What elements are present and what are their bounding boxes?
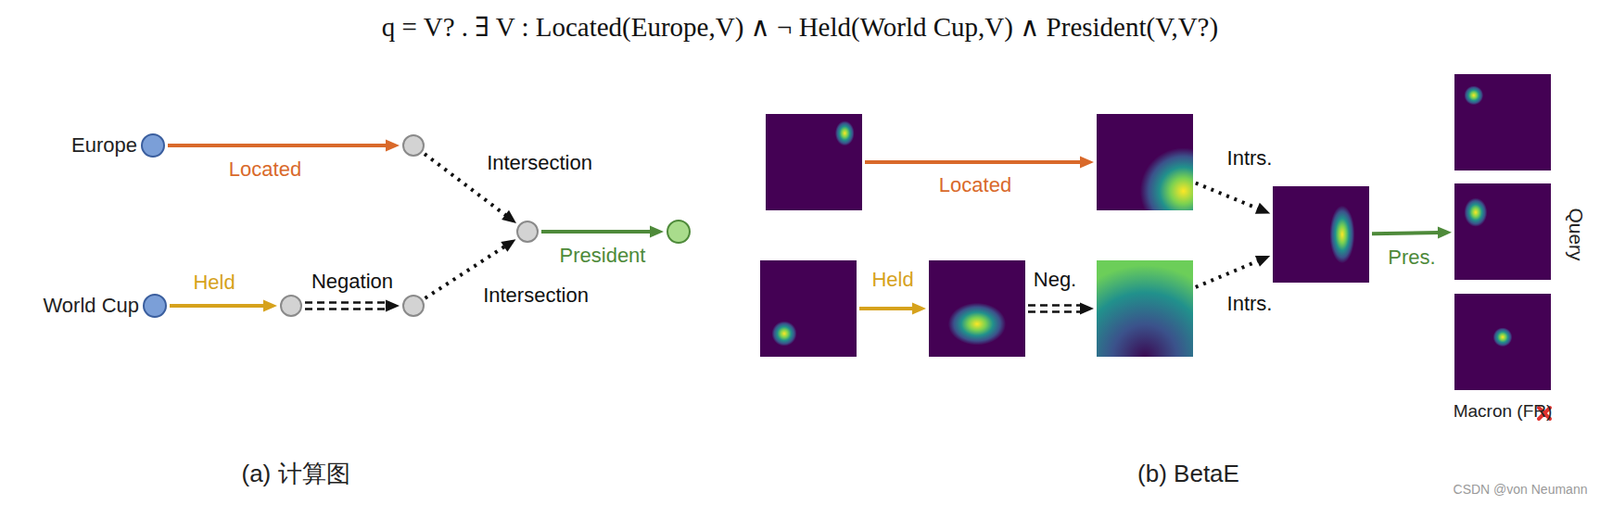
density-plot: [1454, 74, 1551, 171]
node-label: Macron (FR): [1453, 401, 1553, 422]
density-plot: [760, 260, 857, 357]
beta-heatmap: [760, 260, 857, 357]
beta-heatmap: [1272, 186, 1370, 283]
edge-arrow: [541, 226, 664, 239]
beta-heatmap: [1096, 114, 1194, 211]
edge-label: Held: [868, 267, 916, 292]
edge-arrow: [1371, 227, 1452, 240]
entity-anchor: World Cup: [142, 293, 167, 318]
density-plot: [765, 114, 863, 211]
intermediate-node: [279, 294, 303, 318]
edge-label: President: [557, 243, 649, 267]
node-label: Europe: [71, 133, 138, 158]
edge-label: Located: [226, 157, 305, 181]
edge-arrow: [1028, 303, 1094, 316]
density-plot: [1096, 114, 1194, 211]
edge-label: Held: [190, 270, 238, 294]
density-plot: [1272, 186, 1370, 283]
edge-arrow: [1195, 255, 1270, 288]
axis-label: Query: [1564, 204, 1588, 264]
edge-label: Pres.: [1384, 245, 1438, 269]
answer-node: [666, 219, 691, 244]
edge-arrow: [864, 156, 1094, 169]
density-plot: [1454, 183, 1551, 280]
beta-heatmap: [1096, 260, 1194, 357]
node-label: World Cup: [42, 293, 140, 318]
beta-heatmap: [765, 114, 863, 211]
subfigure-caption: (a) 计算图: [239, 460, 354, 489]
edge-label: Negation: [308, 269, 396, 293]
watermark: CSDN @von Neumann: [1450, 482, 1591, 497]
edge-arrow: [167, 139, 400, 153]
intermediate-node: [402, 134, 425, 157]
beta-heatmap: Macron (FR): [1454, 293, 1551, 391]
edge-arrow: [169, 300, 278, 313]
beta-heatmap: [1454, 183, 1551, 280]
intermediate-node: [402, 294, 425, 318]
edge-label: Intersection: [483, 151, 596, 175]
density-plot: [1096, 260, 1194, 357]
edge-label: Neg.: [1030, 267, 1080, 292]
edge-label: Intrs.: [1224, 292, 1276, 316]
edge-label: Located: [936, 173, 1015, 197]
subfigure-caption: (b) BetaE: [1134, 460, 1243, 489]
edge-label: Intrs.: [1224, 146, 1276, 170]
query-formula: q = V? . ∃ V : Located(Europe,V) ∧ ¬ Hel…: [0, 11, 1600, 43]
edge-label: Intersection: [480, 283, 592, 307]
beta-heatmap: [1454, 74, 1551, 171]
edge-arrow: [304, 300, 400, 313]
beta-heatmap: [928, 260, 1026, 357]
density-plot: [1454, 293, 1551, 391]
entity-anchor: Europe: [140, 133, 166, 158]
intersection-node: [516, 220, 539, 243]
density-plot: [928, 260, 1026, 357]
edge-arrow: [1195, 182, 1270, 214]
edge-arrow: [859, 303, 927, 316]
